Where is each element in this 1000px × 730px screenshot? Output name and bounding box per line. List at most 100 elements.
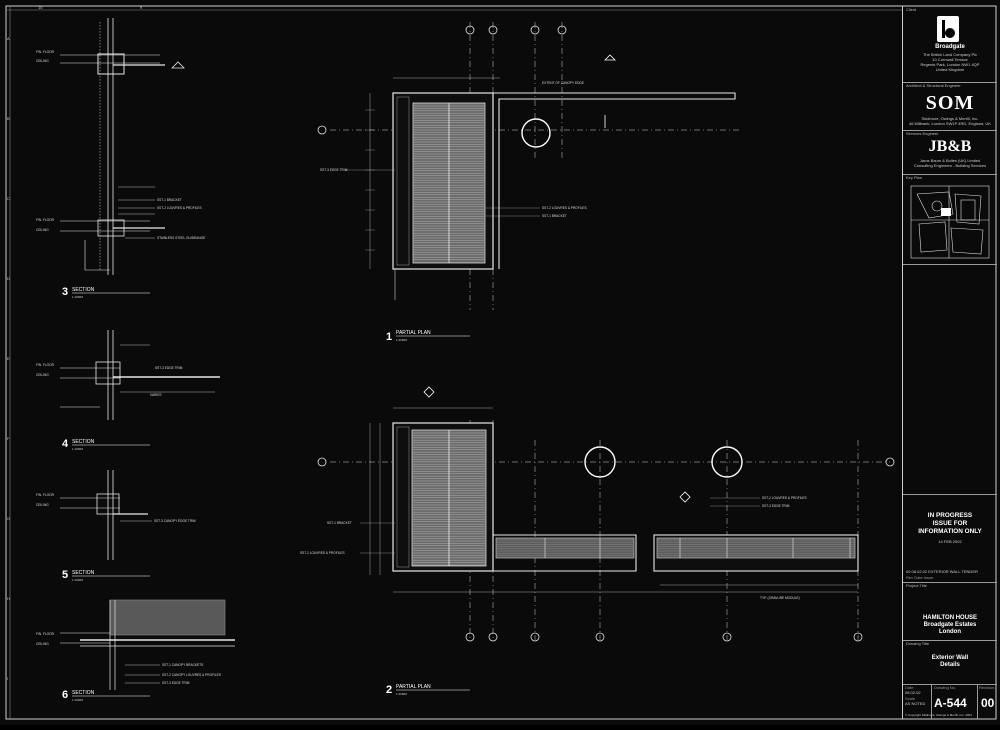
revision-number: 00 [981,696,995,710]
note-bracket: SST-1 BRACKET [157,198,182,202]
row-ruler: A B C D E F G H I [7,36,10,681]
copyright: © Copyright Skidmore, Owings & Merrill, … [905,713,972,717]
revision-headers: Rev Date Issue [906,575,934,580]
section-scale: 1:10MM [72,295,83,299]
project-line: Broadgate Estates [923,622,977,628]
broadgate-logo-icon [937,16,959,42]
client-label: Client [906,7,917,12]
note-fin-floor: FIN. FLOOR [36,632,55,636]
note-edge-trim: SST-3 EDGE TRIM [162,681,190,685]
row-label: E [7,356,10,361]
client-name: Broadgate [935,44,965,50]
row-label: C [7,196,10,201]
note-fin-floor: FIN. FLOOR [36,218,55,222]
note-ceiling: CEILING [36,642,49,646]
plan-title: PARTIAL PLAN [396,330,431,336]
section-6-title: 6 SECTION 1:10MM [62,689,150,702]
section-3-detail [60,18,185,275]
ruler-label-9: 9 [140,5,143,10]
plan-title: PARTIAL PLAN [396,684,431,690]
section-number: 6 [62,689,68,701]
services-name: JB&B [928,138,972,155]
keyplan-panel: Key Plan [903,174,997,265]
sheet-border [5,5,997,720]
note-edge-trim: SST-3 EDGE TRIM [320,168,348,172]
status-line: ISSUE FOR [932,520,968,527]
drawing-no-label: Drawing No. [934,685,957,690]
partial-plan-2 [317,386,895,642]
note-ceiling: CEILING [36,503,49,507]
scale-value: AS NOTED [905,701,926,706]
status-panel: IN PROGRESS ISSUE FOR INFORMATION ONLY 1… [903,494,997,583]
section-4-title: 4 SECTION 1:10MM [62,438,150,451]
note-ceiling: CEILING [36,373,49,377]
project-panel: Project Title HAMILTON HOUSE Broadgate E… [903,582,997,641]
note-bracket: SST-1 BRACKET [327,521,352,525]
section-title: SECTION [72,690,95,696]
note-louvres: SST-2 LOUVRES & PROFILES [762,496,807,500]
architect-address: Skidmore, Owings & Merrill, Inc. 46 Mill… [909,116,991,126]
section-scale: 1:10MM [72,578,83,582]
section-6-detail [60,599,235,690]
drawing-title-line: Exterior Wall [931,655,969,661]
status-date: 14 FEB 2002 [938,539,962,544]
scale-label: Scale [905,696,916,701]
note-stainless: STAINLESS STEEL GUIDEANGE [157,236,205,240]
note-fin-floor: FIN. FLOOR [36,50,55,54]
note-louvres: SST-2 LOUVRES & PROFILES [157,206,202,210]
status-line: IN PROGRESS [927,512,973,519]
architect-panel: Architect & Structural Engineer SOM Skid… [903,82,997,131]
drawing-title-panel: Drawing Title Exterior Wall Details [903,640,997,685]
project-label: Project Title [906,583,927,588]
note-edge-trim: SST-3 EDGE TRIM [762,504,790,508]
note-louvres: SST-2 LOUVRES & PROFILES [542,206,587,210]
services-address: Jaros Baum & Bolles (UK) Limited Consult… [913,158,987,168]
status-line: INFORMATION ONLY [918,528,982,535]
blank-panel [903,264,997,495]
services-label: Services Engineer [906,131,939,136]
note-louvres: SST-2 LOUVRES & PROFILES [300,551,345,555]
revision-label: Revision [979,685,995,690]
note-ceiling: CEILING [36,228,49,232]
partial-plan-1 [317,22,740,310]
note-canopy-brackets: SST-1 CANOPY BRACKETS [162,663,203,667]
column-circle [521,118,551,148]
row-label: B [7,116,10,121]
drawing-number: A-544 [934,696,967,710]
ruler-label-10: 10 [38,5,43,10]
keyplan-map [910,185,990,259]
row-label: H [7,596,10,601]
section-4-detail [60,330,220,420]
plan-number: 1 [386,331,392,343]
column-circle [711,446,743,478]
plan-number: 2 [386,684,392,696]
plan-2-title: 2 PARTIAL PLAN 1:20MM [386,684,470,696]
column-circle [584,446,616,478]
project-line: HAMILTON HOUSE [922,615,978,621]
note-canopy-extent: EXTENT OF CANOPY EDGE [542,81,584,85]
drawing-title-label: Drawing Title [906,641,930,646]
section-scale: 1:10MM [72,698,83,702]
services-panel: Services Engineer JB&B Jaros Baum & Boll… [903,130,997,175]
section-scale: 1:10MM [72,447,83,451]
client-address: The British Land Company Plc 10 Cornwall… [920,52,980,72]
title-block: Client Broadgate The British Land Compan… [902,6,997,719]
project-line: London [939,629,961,635]
note-bracket: SST-1 BRACKET [542,214,567,218]
section-title: SECTION [72,570,95,576]
row-label: I [7,676,8,681]
section-5-title: 5 SECTION 1:10MM [62,569,150,582]
row-label: F [7,436,10,441]
date-value: 08.02.02 [905,690,921,695]
drawing-title-line: Details [940,662,960,668]
architect-label: Architect & Structural Engineer [906,83,961,88]
note-varies: VARIES [150,393,161,397]
date-label: Date [905,685,914,690]
drawing-number-panel: Date 08.02.02 Scale AS NOTED Drawing No.… [903,684,997,719]
note-fin-floor: FIN. FLOOR [36,493,55,497]
section-number: 4 [62,438,69,450]
section-3-title: 3 SECTION 1:10MM [62,286,150,299]
note-canopy-louvres: SST-2 CANOPY LOUVRES & PROFILES [162,673,221,677]
